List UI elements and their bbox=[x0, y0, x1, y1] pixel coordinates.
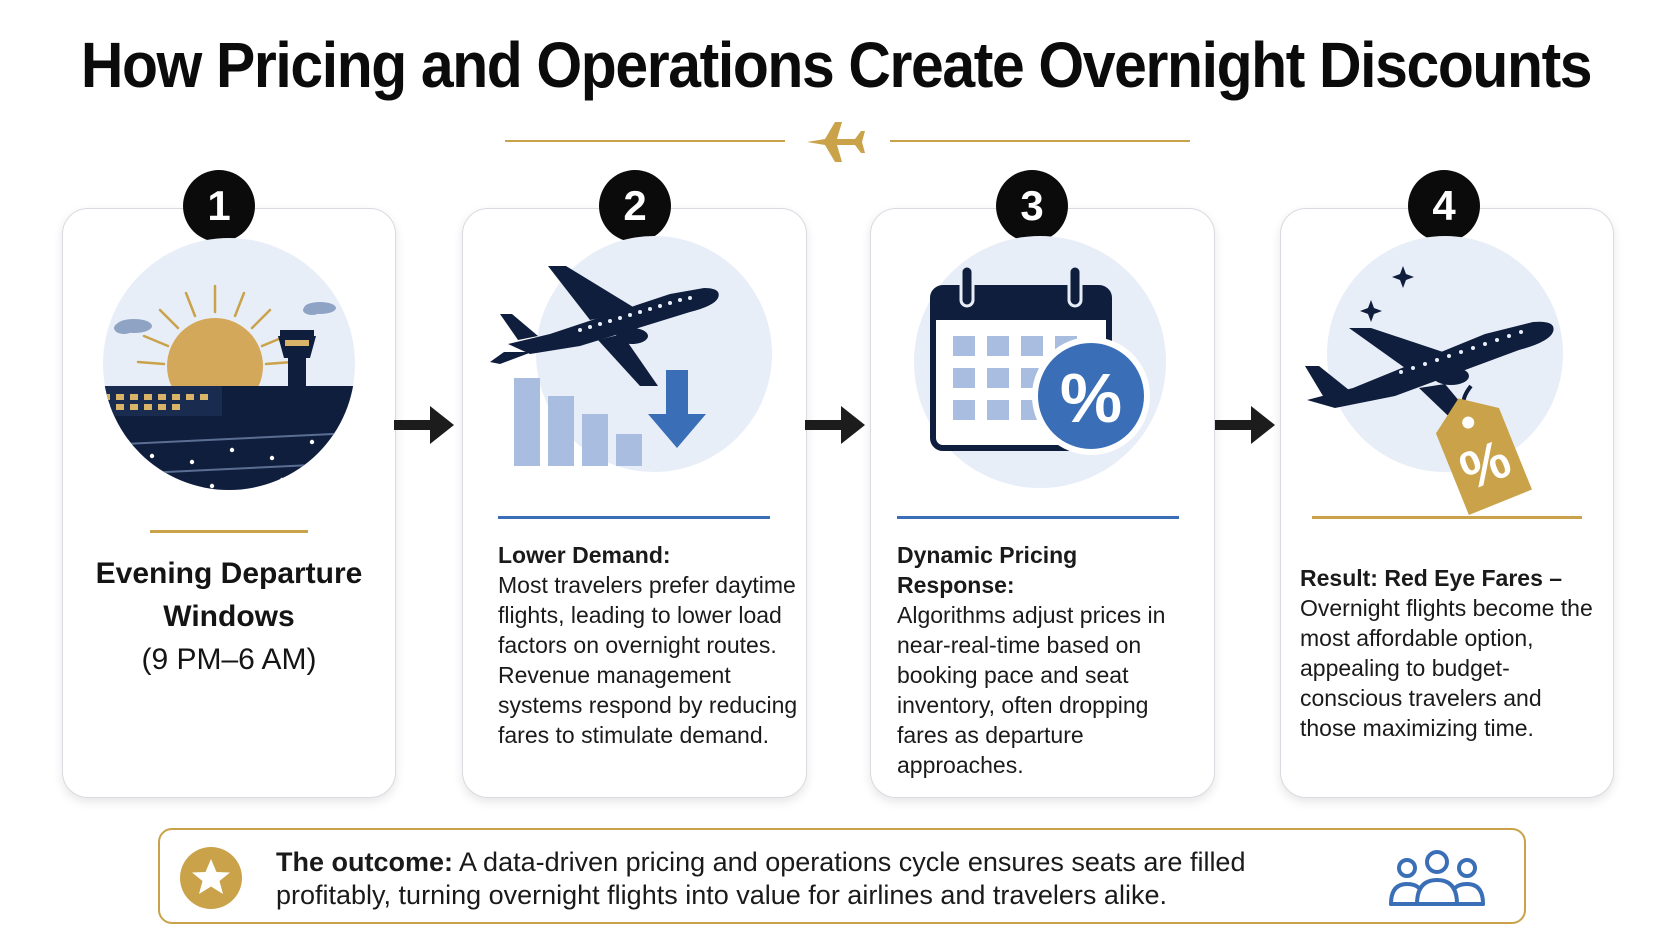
step-3-body: Algorithms adjust prices in near-real-ti… bbox=[897, 602, 1166, 778]
title-divider-left bbox=[505, 140, 785, 142]
night-plane-tag-icon: % bbox=[1305, 236, 1563, 516]
step-4-text: Result: Red Eye Fares – Overnight flight… bbox=[1300, 563, 1600, 743]
outcome-text: The outcome: A data-driven pricing and o… bbox=[276, 846, 1356, 912]
step-2-body: Most travelers prefer daytime flights, l… bbox=[498, 572, 798, 748]
step-1-title: Evening Departure Windows bbox=[95, 557, 363, 633]
step-number-3: 3 bbox=[996, 170, 1068, 242]
airplane-icon bbox=[807, 122, 865, 162]
page-title: How Pricing and Operations Create Overni… bbox=[80, 29, 1593, 101]
arrow-right-icon bbox=[394, 406, 454, 444]
star-icon bbox=[180, 847, 242, 909]
step-3-underline bbox=[897, 516, 1179, 519]
outcome-label: The outcome: bbox=[276, 847, 454, 877]
step-number-2: 2 bbox=[599, 170, 671, 242]
outcome-box bbox=[158, 828, 1526, 924]
step-1-underline bbox=[150, 530, 308, 533]
step-1-text: Evening Departure Windows (9 PM–6 AM) bbox=[62, 552, 396, 681]
calendar-percent-icon: % bbox=[914, 236, 1166, 488]
airplane-demand-down-icon bbox=[490, 236, 772, 472]
step-4-heading: Result: Red Eye Fares – bbox=[1300, 565, 1563, 591]
step-4-body: Overnight flights become the most afford… bbox=[1300, 595, 1593, 741]
title-divider-right bbox=[890, 140, 1190, 142]
step-3-text: Dynamic Pricing Response: Algorithms adj… bbox=[897, 540, 1197, 780]
svg-text:%: % bbox=[1060, 359, 1122, 437]
arrow-right-icon bbox=[805, 406, 865, 444]
step-2-heading: Lower Demand: bbox=[498, 542, 671, 568]
arrow-right-icon bbox=[1215, 406, 1275, 444]
airport-sunset-icon bbox=[103, 238, 355, 490]
step-3-heading: Dynamic Pricing Response: bbox=[897, 542, 1078, 598]
step-2-underline bbox=[498, 516, 770, 519]
step-1-subtitle: (9 PM–6 AM) bbox=[141, 643, 317, 676]
outcome-body: A data-driven pricing and operations cyc… bbox=[276, 847, 1246, 910]
people-icon bbox=[1389, 850, 1485, 906]
step-number-1: 1 bbox=[183, 170, 255, 242]
step-number-4: 4 bbox=[1408, 170, 1480, 242]
step-4-underline bbox=[1312, 516, 1582, 519]
step-2-text: Lower Demand: Most travelers prefer dayt… bbox=[498, 540, 798, 750]
